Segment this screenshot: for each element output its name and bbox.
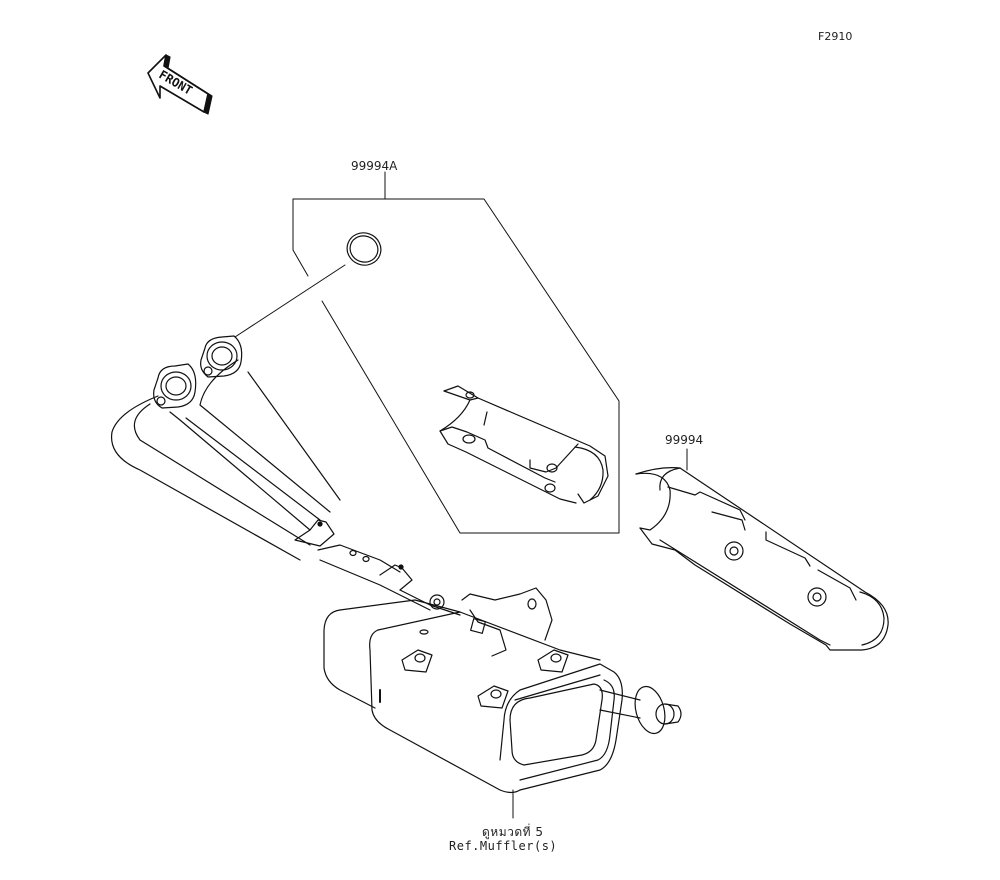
exhaust-flanges: [153, 335, 243, 409]
outer-heat-shield: [635, 467, 889, 651]
figure-code: F2910: [818, 30, 853, 43]
mid-pipe-brackets: [294, 519, 461, 616]
gasket-ring: [346, 232, 382, 266]
gasket-leader-line: [234, 264, 346, 338]
callout-99994a[interactable]: 99994A: [351, 159, 398, 173]
muffler-reference-thai: ดูหมวดที่ 5: [482, 825, 544, 839]
header-pipes: [110, 359, 341, 561]
front-arrow-icon: FRONT: [147, 54, 213, 115]
kit-99994a-outline: [292, 171, 620, 534]
callout-99994[interactable]: 99994: [665, 433, 704, 447]
muffler: [323, 587, 682, 794]
muffler-reference-english[interactable]: Ref.Muffler(s): [449, 839, 558, 853]
inner-heat-shield: [439, 385, 609, 504]
